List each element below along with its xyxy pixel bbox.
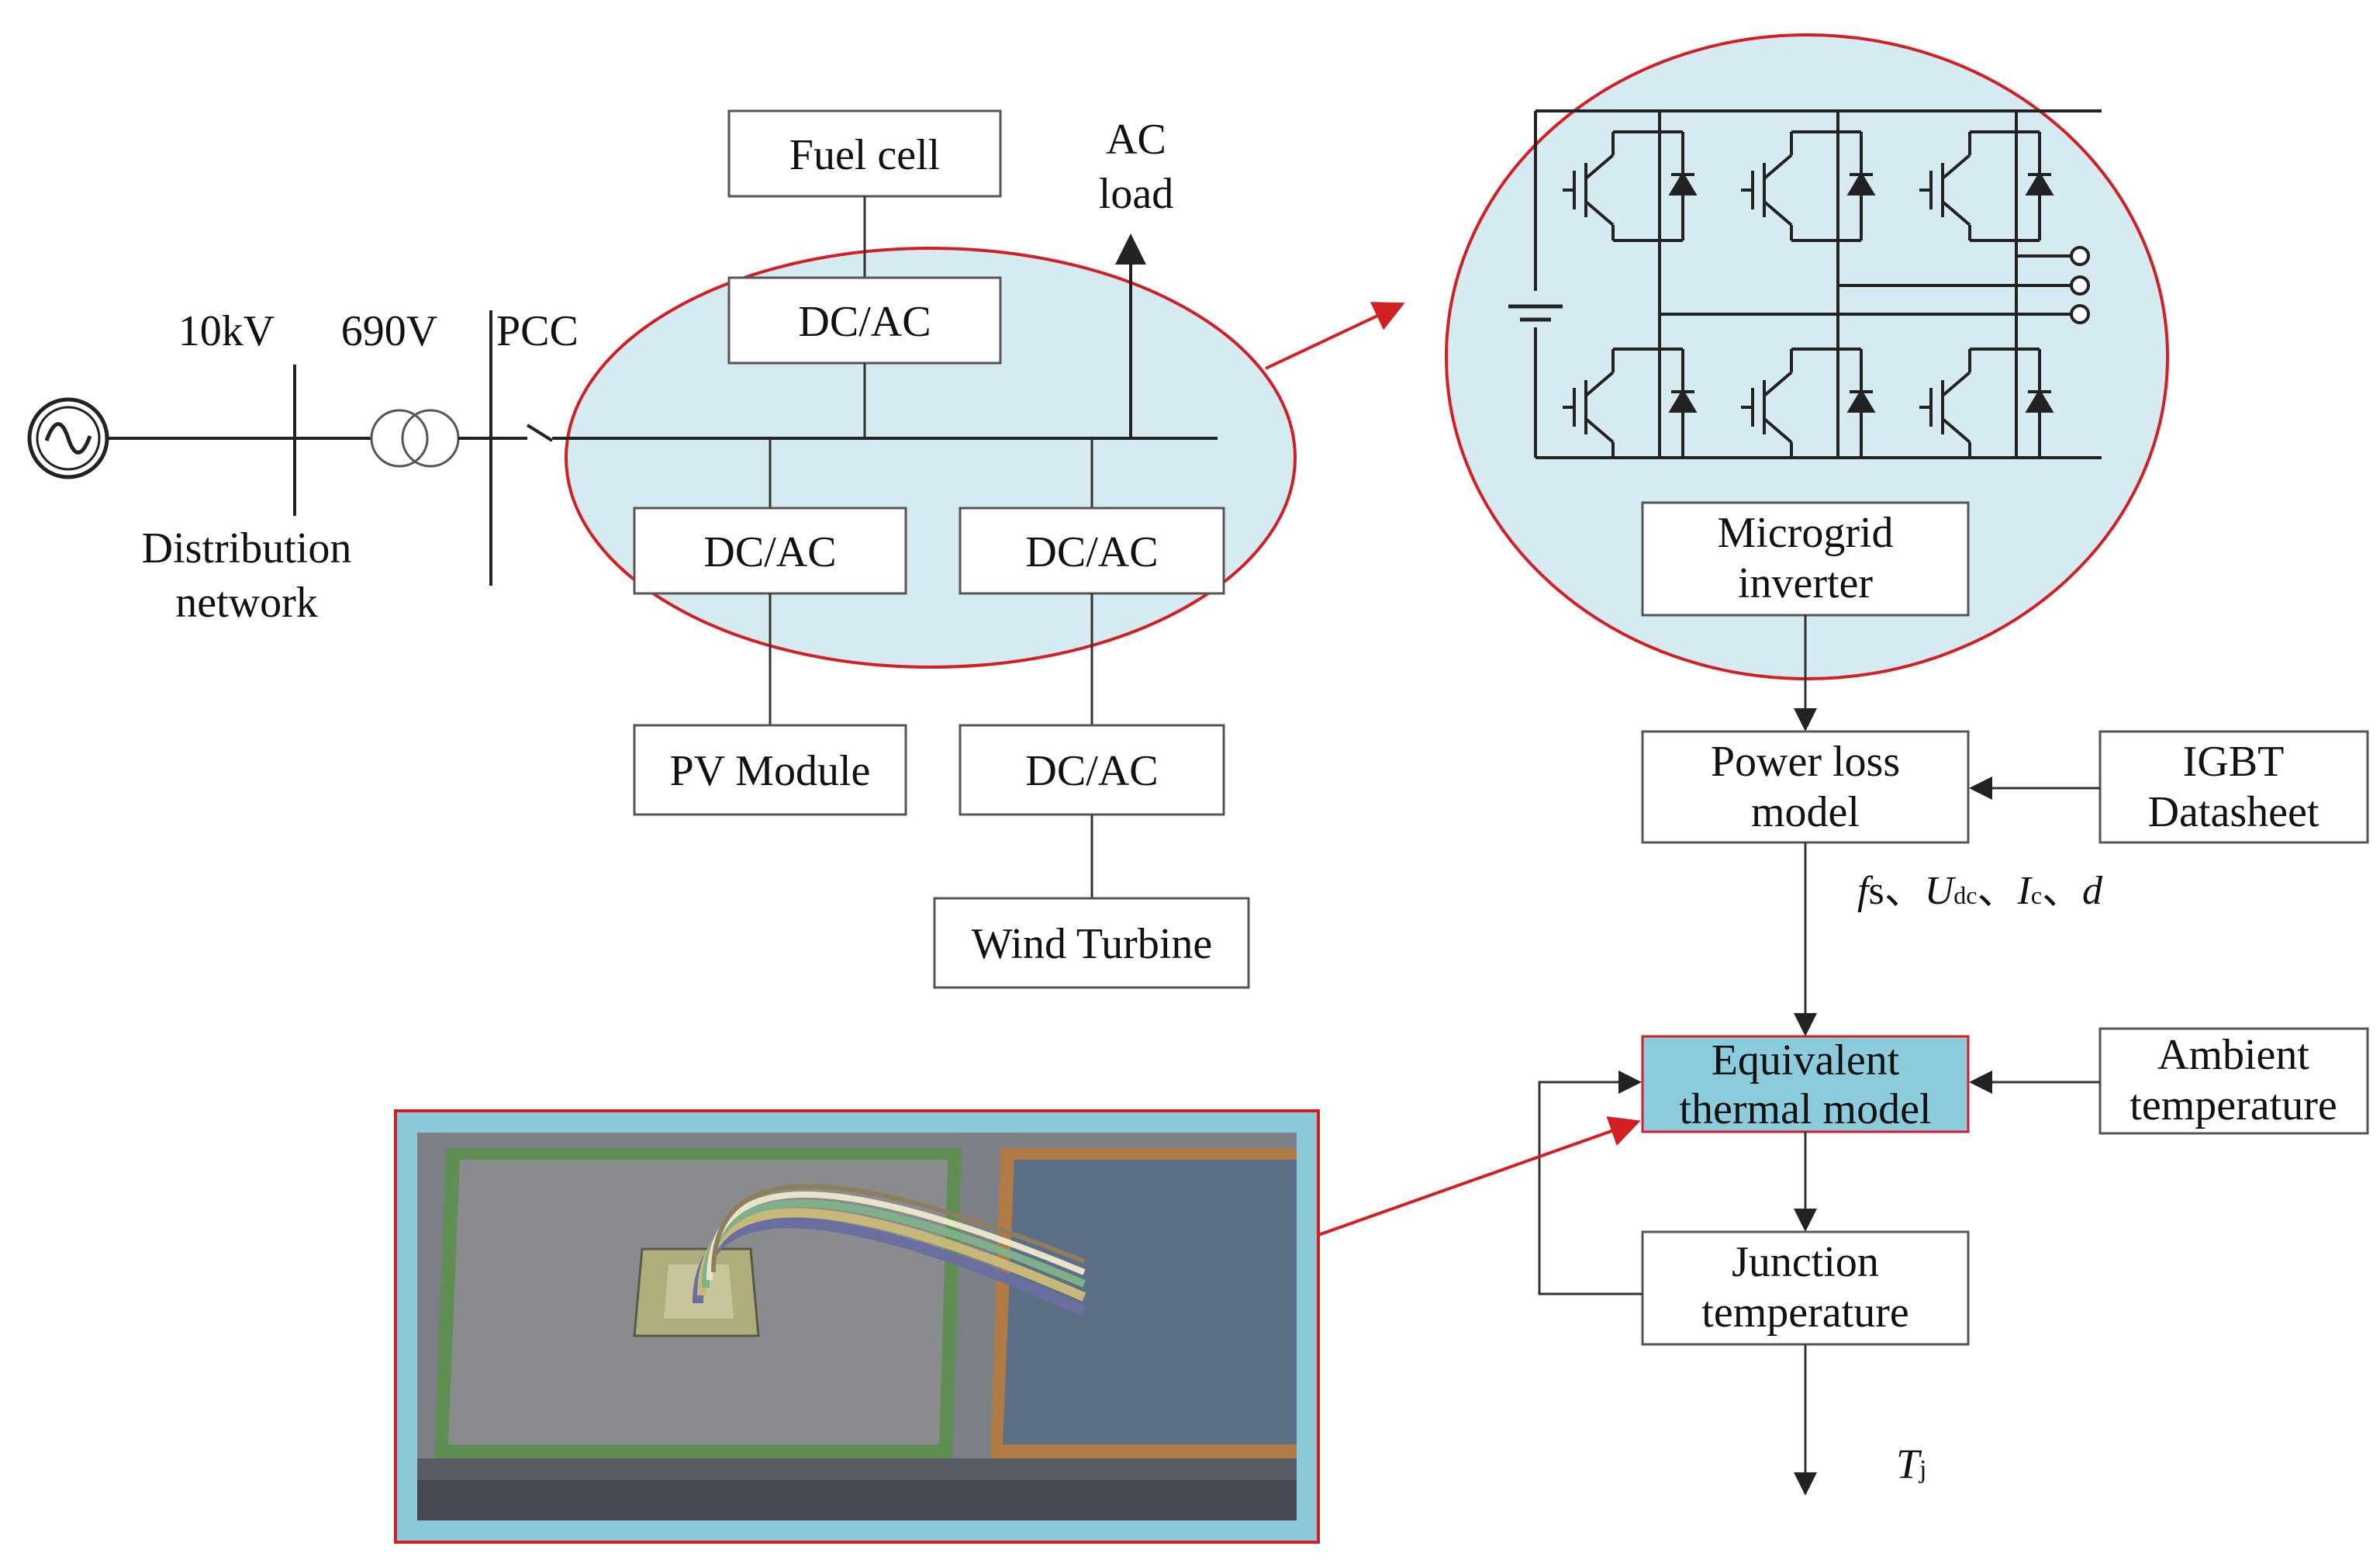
wind-turbine-label: Wind Turbine: [972, 920, 1212, 968]
junction-temperature-box: [1641, 1230, 1970, 1346]
tj-output-label: Tj: [1896, 1441, 1927, 1487]
zoom-arrow-inverter: [1265, 302, 1405, 370]
microgrid-inverter-label-2: inverter: [1738, 559, 1873, 607]
power-loss-label-2: model: [1751, 788, 1860, 836]
microgrid-inverter-label-1: Microgrid: [1717, 509, 1893, 557]
fuel-cell-label: Fuel cell: [789, 131, 940, 179]
pv-module-box: [633, 724, 907, 816]
thermal-model-label-1: Equivalent: [1712, 1036, 1900, 1084]
feedback-loop: [1538, 1071, 1643, 1295]
dcac-wind-lower-box: [959, 724, 1225, 816]
power-loss-model-box: [1641, 730, 1970, 844]
dcac-wind-lower-label: DC/AC: [1025, 747, 1158, 795]
pcc-switch: [526, 424, 554, 442]
wind-turbine-box: [933, 897, 1250, 989]
dcac-fuel-box: [727, 276, 1002, 365]
pv-module-label: PV Module: [670, 747, 871, 795]
power-loss-label-1: Power loss: [1711, 738, 1900, 786]
distribution-network-label-2: network: [175, 579, 318, 627]
ac-load-label-2: load: [1099, 170, 1173, 218]
ambient-temperature-label-1: Ambient: [2157, 1031, 2309, 1079]
igbt-datasheet-label-2: Datasheet: [2148, 788, 2320, 836]
voltage-690v-label: 690V: [341, 307, 437, 355]
dcac-fuel-label: DC/AC: [798, 298, 931, 346]
junction-temperature-label-1: Junction: [1732, 1238, 1879, 1286]
igbt-module-render-image: [394, 1109, 1320, 1544]
distribution-network-label-1: Distribution: [142, 524, 352, 572]
fuel-cell-box: [727, 109, 1002, 198]
ac-source-icon: [27, 397, 109, 479]
igbt-datasheet-label-1: IGBT: [2183, 738, 2285, 786]
dcac-wind-upper-label: DC/AC: [1025, 528, 1158, 576]
voltage-10kv-label: 10kV: [178, 307, 275, 355]
zoom-arrow-thermal: [1318, 1116, 1641, 1237]
transformer-icon: [370, 409, 460, 468]
dcac-wind-upper-box: [959, 507, 1225, 595]
junction-temperature-label-2: temperature: [1701, 1288, 1908, 1337]
ac-load-label-1: AC: [1106, 116, 1166, 164]
dcac-pv-label: DC/AC: [703, 528, 836, 576]
igbt-switch-icon: [1563, 130, 2054, 459]
pcc-label: PCC: [496, 307, 579, 355]
thermal-model-label-2: thermal model: [1679, 1085, 1931, 1133]
igbt-datasheet-box: [2098, 730, 2369, 844]
inverter-ellipse: [1445, 33, 2169, 680]
ambient-temperature-label-2: temperature: [2130, 1081, 2337, 1129]
loss-parameters-label: fs、Udc、Ic、d: [1857, 869, 2103, 913]
